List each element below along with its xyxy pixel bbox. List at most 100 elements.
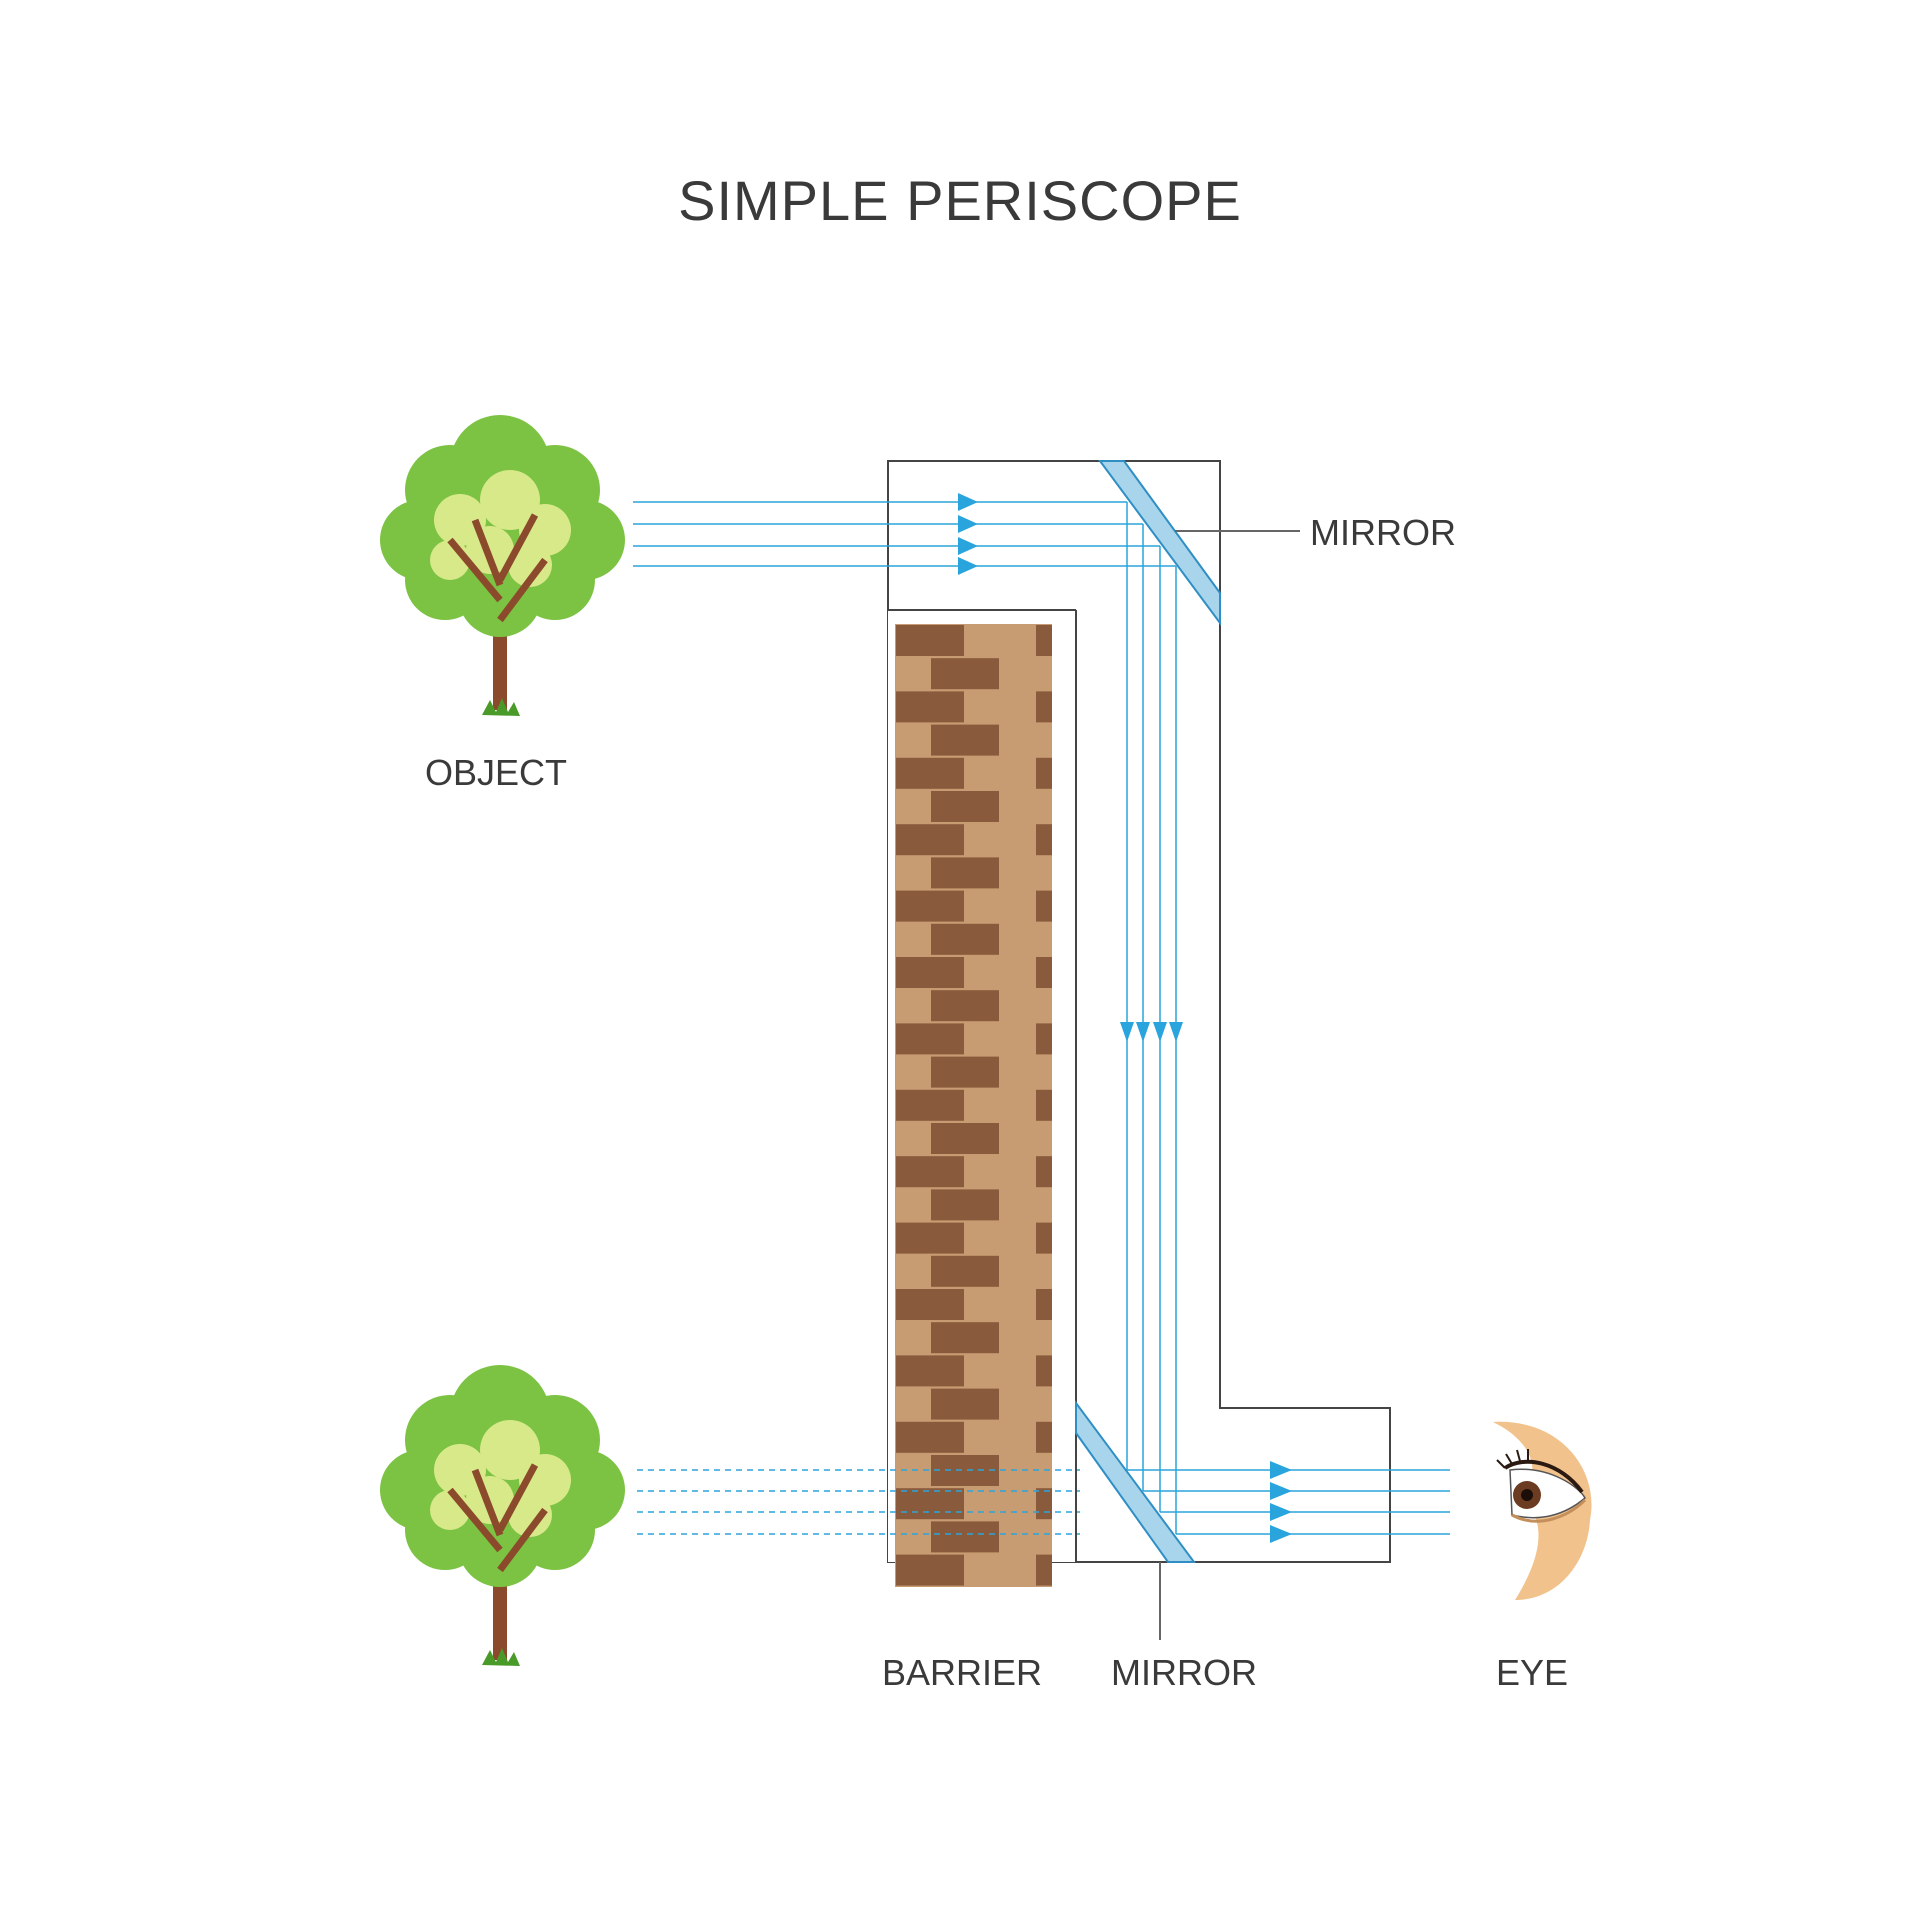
brick: [895, 990, 929, 1022]
diagram-title: SIMPLE PERISCOPE: [678, 169, 1242, 232]
brick: [966, 890, 1034, 922]
foliage-highlight: [508, 1493, 552, 1537]
arrow-icon: [958, 557, 978, 575]
brick: [1001, 857, 1052, 889]
ray-arrows: [958, 493, 1292, 1543]
brick: [791, 1189, 859, 1220]
brick: [1036, 691, 1052, 723]
brick: [1036, 625, 1052, 656]
mirror-top-label: MIRROR: [1310, 512, 1456, 553]
vertical-rays: [1126, 502, 1177, 1534]
brick: [895, 724, 929, 756]
brick: [895, 923, 929, 955]
brick: [791, 990, 859, 1021]
brick: [896, 1156, 964, 1188]
brick: [1036, 1023, 1052, 1055]
eye-label: EYE: [1496, 1652, 1569, 1693]
grass: [482, 1648, 520, 1666]
brick: [966, 824, 1034, 856]
brick: [1036, 1289, 1052, 1320]
foliage-highlight: [434, 494, 486, 546]
arrow-icon: [1270, 1461, 1292, 1479]
brick: [896, 1289, 964, 1320]
object-label: OBJECT: [425, 752, 568, 793]
foliage-highlight: [434, 1444, 486, 1496]
brick: [826, 1023, 894, 1054]
arrow-icon: [1136, 1022, 1150, 1042]
brick: [791, 1389, 859, 1420]
brick: [966, 691, 1034, 723]
brick: [1001, 724, 1052, 756]
brick: [826, 1355, 894, 1386]
arrow-icon: [1153, 1022, 1167, 1042]
brick: [826, 1289, 894, 1320]
brick: [966, 1289, 1034, 1320]
brick: [931, 1056, 999, 1088]
brick: [896, 757, 964, 789]
brick: [791, 791, 859, 822]
brick: [791, 658, 859, 689]
brick: [826, 691, 894, 722]
grass: [482, 698, 520, 716]
brick: [931, 1189, 999, 1221]
brick: [826, 1156, 894, 1187]
arrow-icon: [1120, 1022, 1134, 1042]
brick: [931, 990, 999, 1022]
brick: [966, 1554, 1034, 1586]
brick: [896, 1222, 964, 1254]
tree-icon: [380, 415, 625, 716]
brick: [826, 824, 894, 855]
brick: [896, 890, 964, 922]
brick: [896, 1421, 964, 1453]
brick: [826, 1223, 894, 1254]
virtual-rays: [637, 1469, 1080, 1535]
brick: [826, 758, 894, 789]
brick: [931, 1123, 999, 1154]
brick: [1001, 1255, 1052, 1287]
brick: [931, 1521, 999, 1553]
brick: [1036, 757, 1052, 789]
mirror-bottom-label: MIRROR: [1111, 1652, 1257, 1693]
brick: [826, 1422, 894, 1453]
brick: [826, 891, 894, 922]
brick: [895, 1189, 929, 1221]
brick: [931, 1455, 999, 1486]
brick: [1001, 1123, 1052, 1154]
bottom-mirror-icon: [1075, 1399, 1196, 1563]
brick: [1001, 1521, 1052, 1553]
brick: [896, 1089, 964, 1121]
brick: [896, 824, 964, 856]
brick: [791, 1123, 859, 1154]
brick: [791, 725, 859, 756]
brick: [791, 1256, 859, 1287]
brick: [826, 1090, 894, 1121]
brick: [895, 1056, 929, 1088]
brick: [1036, 1089, 1052, 1121]
brick: [966, 1421, 1034, 1453]
brick: [791, 1322, 859, 1353]
brick: [895, 1388, 929, 1420]
brick: [1036, 1156, 1052, 1188]
brick: [1001, 791, 1052, 822]
brick: [896, 1488, 964, 1520]
branches-front: [447, 513, 548, 623]
tree-icon: [380, 1365, 625, 1666]
top-mirror-icon: [1098, 460, 1221, 627]
brick: [896, 625, 964, 656]
brick: [896, 1554, 964, 1586]
brick: [966, 757, 1034, 789]
brick: [1036, 1355, 1052, 1387]
brick: [791, 857, 859, 888]
brick: [931, 1322, 999, 1354]
brick: [791, 924, 859, 955]
brick: [895, 1521, 929, 1553]
brick: [896, 1023, 964, 1055]
brick: [896, 957, 964, 988]
barrier-label: BARRIER: [882, 1652, 1043, 1693]
arrow-icon: [1270, 1503, 1292, 1521]
arrow-icon: [1270, 1525, 1292, 1543]
arrow-icon: [958, 493, 978, 511]
brick: [931, 724, 999, 756]
brick: [826, 957, 894, 988]
eye-icon: [1493, 1421, 1592, 1600]
